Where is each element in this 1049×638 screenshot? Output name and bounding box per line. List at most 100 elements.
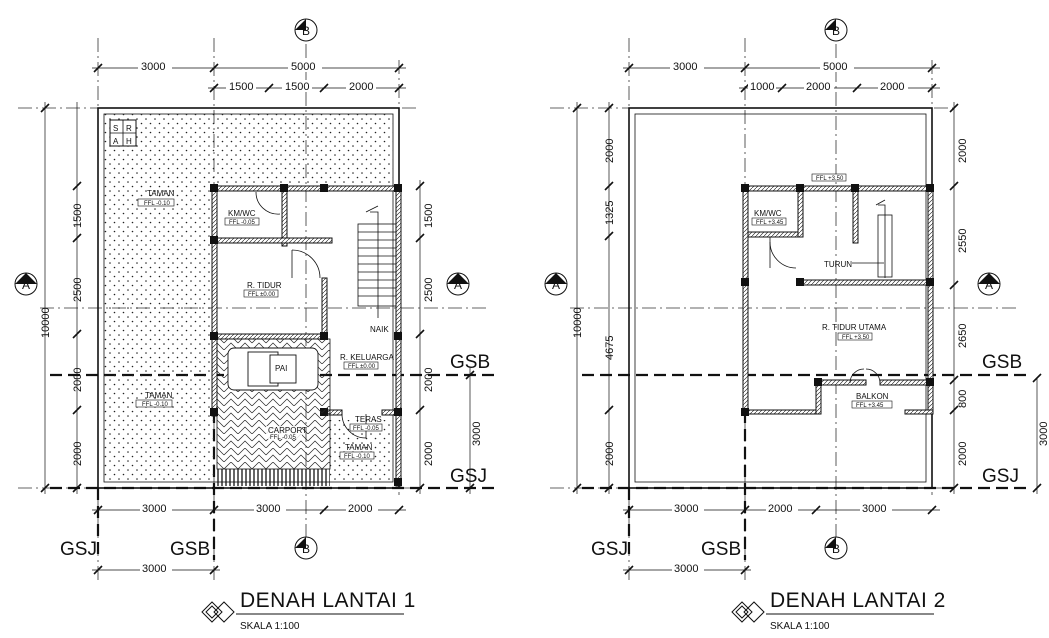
carport-label: CARPORT (268, 426, 307, 435)
gsb-label-right: GSB (450, 352, 490, 373)
dim-right-2000a: 2000 (423, 368, 435, 392)
dim-bottom-3000b: 3000 (256, 503, 280, 515)
section2-a-right: A (985, 278, 993, 292)
site-boundary-2 (628, 107, 933, 489)
dim2-total-10000: 10000 (572, 307, 584, 338)
dim2-bottom-2000: 2000 (768, 503, 792, 515)
kmwc-ffl: FFL -0.05 (229, 220, 255, 226)
stair-void-2 (769, 199, 893, 384)
taman-top-label: TAMAN (147, 189, 175, 198)
dim2-right-2650: 2650 (957, 324, 969, 348)
pai-label: PAI (275, 364, 287, 373)
title-diamond-icon-2 (731, 601, 765, 623)
dim-right-2000b: 2000 (423, 442, 435, 466)
dim-left-2500: 2500 (72, 278, 84, 302)
teras-label: TERAS (355, 415, 382, 424)
section-b-top: B (302, 24, 310, 38)
dimension-texts-2: 3000 5000 1000 2000 2000 3000 2000 3000 … (572, 60, 1049, 575)
dim-total-10000: 10000 (40, 307, 52, 338)
gsj-label-bottom: GSJ (60, 539, 97, 560)
dim-far-right-3000: 3000 (471, 422, 483, 446)
dimension-texts-1: 3000 5000 1500 1500 2000 3000 3000 2000 … (40, 60, 483, 575)
plan-lantai-2: FFL +3.50 KM/WC FFL +3.45 TURUN R. TIDUR… (544, 18, 1049, 632)
kmwc-label: KM/WC (228, 209, 256, 218)
dimension-ticks-2 (572, 63, 1042, 575)
scale-lantai-1: SKALA 1:100 (240, 621, 300, 632)
grid-lines (18, 20, 490, 580)
dim-top-3000: 3000 (141, 61, 165, 73)
title-block-2: DENAH LANTAI 2 SKALA 1:100 (731, 589, 946, 632)
title-diamond-icon (201, 601, 235, 623)
dim2-bottom-3000a: 3000 (674, 503, 698, 515)
balkon-ffl: FFL +3.45 (856, 403, 884, 409)
balkon-label: BALKON (856, 392, 889, 401)
dim-top-5000: 5000 (291, 61, 315, 73)
kmwc-ffl-2: FFL +3.45 (756, 220, 784, 226)
section-a-right: A (454, 278, 462, 292)
dim2-right-800: 800 (957, 390, 969, 408)
dim2-left-4675: 4675 (604, 336, 616, 360)
taman-top-ffl: FFL -0.10 (144, 201, 170, 207)
gsb2-label-bottom: GSB (701, 539, 741, 560)
taman-low-ffl: FFL -0.10 (344, 454, 370, 460)
naik-label: NAIK (370, 325, 389, 334)
title-denah-lantai-1: DENAH LANTAI 1 (240, 589, 416, 612)
section-b-bottom: B (302, 542, 310, 556)
dim2-right-2000a: 2000 (957, 139, 969, 163)
plan-lantai-1: S R A H (14, 18, 495, 632)
dim-inner-2000: 2000 (349, 81, 373, 93)
title-block-1: DENAH LANTAI 1 SKALA 1:100 (201, 589, 416, 632)
dim2-left-1325: 1325 (604, 201, 616, 225)
kmwc-label-2: KM/WC (754, 209, 782, 218)
dim2-left-2000b: 2000 (604, 442, 616, 466)
gsj-label-right: GSJ (450, 466, 487, 487)
section2-b-bottom: B (832, 542, 840, 556)
dim2-inner-2000a: 2000 (806, 81, 830, 93)
gsb2-label-right: GSB (982, 352, 1022, 373)
gsj2-label-bottom: GSJ (591, 539, 628, 560)
dim-bottom-2000: 2000 (348, 503, 372, 515)
gsb-label-bottom: GSB (170, 539, 210, 560)
section2-a-left: A (552, 278, 560, 292)
section-markers-1: B B A A (14, 18, 470, 560)
septic-box: S R A H (109, 119, 137, 147)
staircase (357, 205, 397, 318)
tidur-utama-label: R. TIDUR UTAMA (822, 323, 887, 332)
sah-h: H (126, 137, 132, 146)
dim-bottom-3000a: 3000 (142, 503, 166, 515)
dim2-right-2000b: 2000 (957, 442, 969, 466)
dim2-right-2550: 2550 (957, 229, 969, 253)
car-outline (227, 347, 319, 391)
keluarga-label: R. KELUARGA (340, 353, 394, 362)
room-labels-1: TAMAN FFL -0.10 TAMAN FFL -0.10 KM/WC FF… (135, 189, 394, 460)
taman-low-label: TAMAN (345, 443, 373, 452)
taman-mid-label: TAMAN (145, 391, 173, 400)
columns-2 (741, 184, 934, 416)
keluarga-ffl: FFL ±0.00 (348, 364, 376, 370)
sah-s: S (113, 124, 118, 133)
room-labels-2: FFL +3.50 KM/WC FFL +3.45 TURUN R. TIDUR… (751, 173, 893, 409)
ffl-top-2: FFL +3.50 (816, 176, 844, 182)
garden-area (104, 114, 393, 186)
dim-left-2000a: 2000 (72, 368, 84, 392)
dim-right-1500: 1500 (423, 204, 435, 228)
grid-lines-2 (550, 20, 1020, 580)
tidur-ffl: FFL ±0.00 (248, 292, 276, 298)
teras-ffl: FFL -0.05 (353, 426, 379, 432)
title-denah-lantai-2: DENAH LANTAI 2 (770, 589, 946, 612)
dim-bottom-low-3000: 3000 (142, 563, 166, 575)
sah-a: A (113, 137, 119, 146)
dim2-bottom-3000b: 3000 (862, 503, 886, 515)
dim2-left-2000a: 2000 (604, 139, 616, 163)
dim2-inner-2000b: 2000 (880, 81, 904, 93)
dim2-top-3000: 3000 (673, 61, 697, 73)
tidur-label: R. TIDUR (247, 281, 282, 290)
taman-mid-ffl: FFL -0.10 (142, 402, 168, 408)
carport-ffl: FFL -0.05 (270, 435, 296, 441)
dim-left-2000b: 2000 (72, 442, 84, 466)
dim2-top-5000: 5000 (823, 61, 847, 73)
dimension-ticks-1 (40, 63, 475, 575)
section-markers-2: B B A A (544, 18, 1001, 560)
dim2-far-right-3000: 3000 (1038, 422, 1049, 446)
